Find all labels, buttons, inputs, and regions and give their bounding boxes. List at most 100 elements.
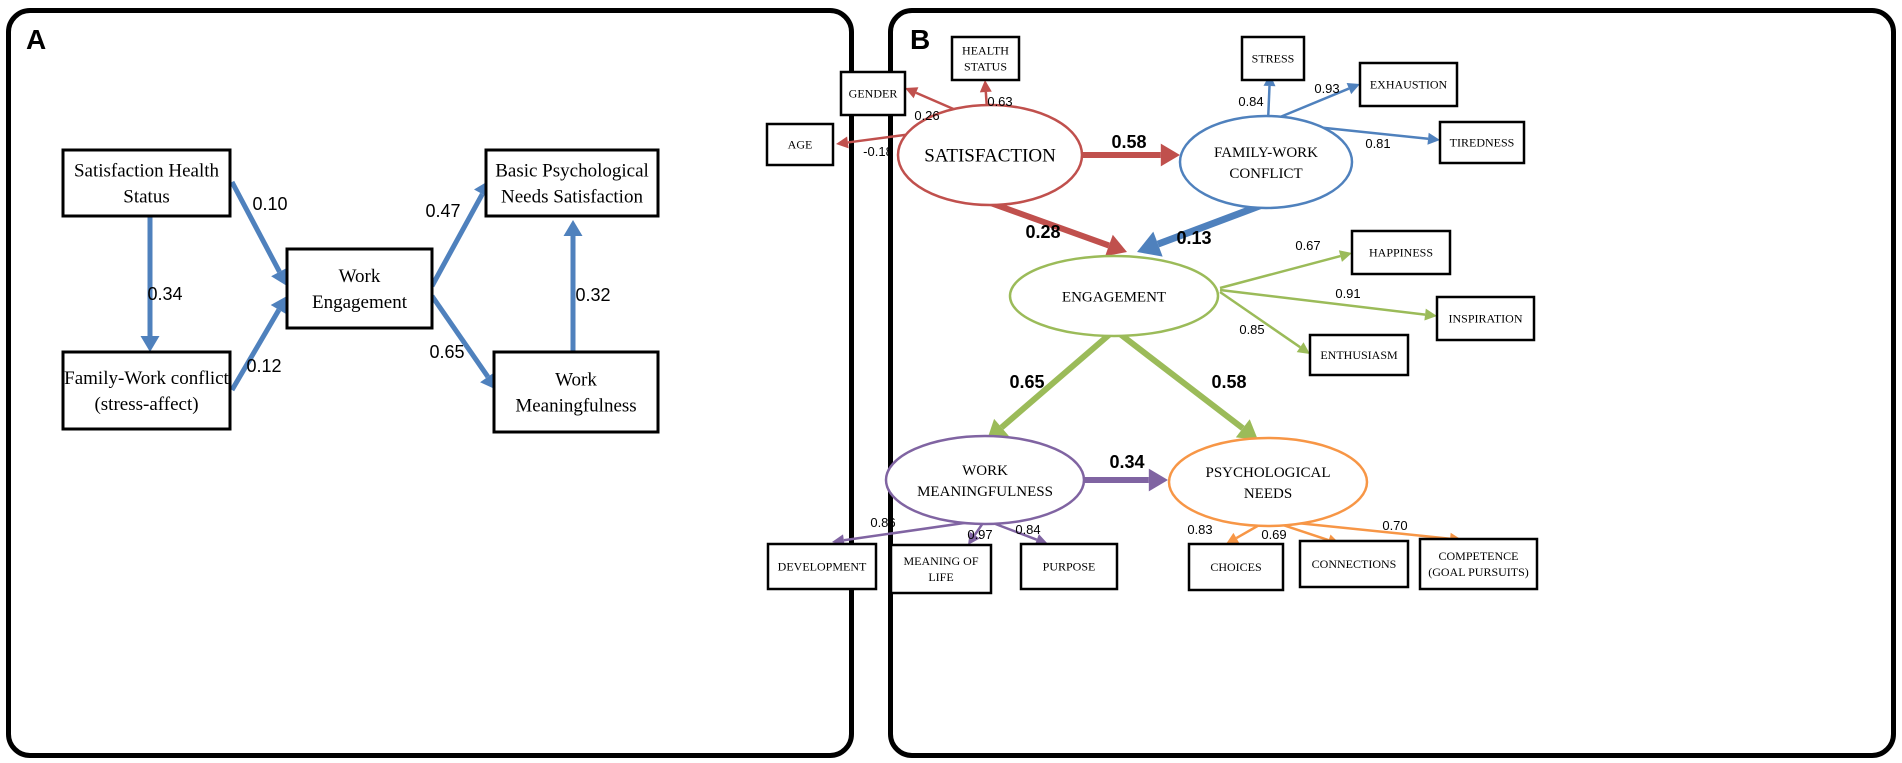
b-load-development: 0.86 — [870, 515, 895, 530]
b-load-tiredness: 0.81 — [1365, 136, 1390, 151]
b-arrow-tiredness-head — [1427, 132, 1440, 145]
b-ind-enthusiasm-label-line-0: ENTHUSIASM — [1320, 348, 1398, 362]
a-node-satisfaction-health-label-line-1: Status — [123, 187, 169, 208]
b-ind-tiredness-box — [1438, 120, 1526, 165]
a-arrow-eng-needs — [429, 192, 485, 288]
panel-b-label: B — [910, 24, 931, 55]
b-arrow-inspiration-head — [1424, 308, 1437, 321]
b-ind-competence-box — [1418, 537, 1539, 591]
b-ind-development-label-line-0: DEVELOPMENT — [778, 560, 867, 574]
a-node-satisfaction-health-label-line-0: Satisfaction Health — [74, 161, 220, 182]
a-node-work-engagement-label-line-0: Work — [339, 266, 381, 287]
b-load-choices: 0.83 — [1187, 522, 1212, 537]
b-ind-purpose-box — [1019, 542, 1119, 591]
b-ind-age-label-line-0: AGE — [788, 138, 813, 152]
a-node-work-meaningfulness-label-line-1: Meaningfulness — [515, 396, 636, 417]
b-ind-meaning-of-life-box — [889, 543, 993, 595]
b-ind-choices-label-line-0: CHOICES — [1210, 560, 1261, 574]
b-latent-psych-needs-ellipse — [1167, 436, 1369, 528]
a-arrow-eng-mean — [429, 294, 490, 379]
b-coef-sat-eng: 0.28 — [1025, 222, 1060, 242]
b-ind-happiness-label-line-0: HAPPINESS — [1369, 246, 1433, 260]
b-arrow-gender-head — [905, 87, 919, 99]
b-ind-exhaustion-label-line-0: EXHAUSTION — [1370, 78, 1448, 92]
b-arrow-happiness-head — [1338, 250, 1352, 262]
b-latent-family-work-label-line-1: CONFLICT — [1229, 166, 1302, 182]
b-ind-age-box — [765, 122, 835, 167]
a-node-work-meaningfulness-box — [492, 350, 660, 434]
b-ind-exhaustion-box — [1358, 61, 1459, 108]
a-node-family-work-label-line-0: Family-Work conflict — [64, 368, 229, 389]
b-arrow-sat-fam-head — [1160, 143, 1180, 167]
a-coef-sat-eng: 0.10 — [252, 194, 287, 214]
b-load-purpose: 0.84 — [1015, 522, 1040, 537]
panel-a-label: A — [26, 24, 47, 55]
b-arrow-eng-mean — [999, 331, 1112, 430]
b-latent-psych-needs-label-line-1: NEEDS — [1244, 486, 1292, 502]
b-arrow-inspiration — [1219, 288, 1426, 316]
a-node-work-engagement-box — [285, 247, 434, 330]
a-arrow-mean-needs-head — [563, 220, 583, 236]
b-ind-gender-label-line-0: GENDER — [849, 87, 898, 101]
b-arrow-eng-needs — [1118, 331, 1245, 431]
b-ind-competence-label-line-1: (GOAL PURSUITS) — [1428, 565, 1529, 579]
b-latent-family-work-ellipse — [1178, 114, 1354, 210]
b-load-gender: 0.26 — [914, 108, 939, 123]
a-node-work-engagement-label-line-1: Engagement — [312, 292, 408, 313]
b-load-enthusiasm: 0.85 — [1239, 322, 1264, 337]
b-arrow-eng-needs-head — [1235, 419, 1258, 440]
b-ind-inspiration-box — [1435, 295, 1536, 342]
b-ind-competence-label-line-0: COMPETENCE — [1438, 549, 1518, 563]
b-ind-purpose-label-line-0: PURPOSE — [1043, 560, 1096, 574]
a-arrow-fam-eng-head — [270, 296, 288, 315]
b-coef-eng-needs: 0.58 — [1211, 372, 1246, 392]
b-arrow-sat-eng — [986, 199, 1110, 249]
a-node-work-meaningfulness-label-line-0: Work — [555, 370, 597, 391]
b-latent-work-meaningfulness-ellipse — [884, 434, 1086, 526]
b-arrow-happiness — [1219, 254, 1341, 290]
b-ind-connections-box — [1298, 539, 1410, 589]
a-coef-sat-fam: 0.34 — [147, 284, 182, 304]
b-ind-stress-label-line-0: STRESS — [1252, 52, 1295, 66]
a-node-family-work-box — [61, 350, 232, 431]
b-ind-enthusiasm-box — [1308, 333, 1410, 377]
b-ind-tiredness-label-line-0: TIREDNESS — [1450, 136, 1515, 150]
b-load-exhaustion: 0.93 — [1314, 81, 1339, 96]
a-coef-fam-eng: 0.12 — [246, 356, 281, 376]
b-ind-happiness-box — [1350, 229, 1452, 276]
a-node-family-work-label-line-1: (stress-affect) — [94, 394, 198, 415]
b-arrow-enthusiasm — [1219, 290, 1301, 349]
b-coef-sat-fam: 0.58 — [1111, 132, 1146, 152]
b-coef-fam-eng: 0.13 — [1176, 228, 1211, 248]
b-ind-gender-box — [839, 70, 907, 117]
b-ind-inspiration-label-line-0: INSPIRATION — [1448, 312, 1522, 326]
b-latent-work-meaningfulness-label-line-0: WORK — [962, 463, 1008, 479]
b-arrow-mean-needs-head — [1148, 468, 1168, 492]
a-coef-eng-mean: 0.65 — [429, 342, 464, 362]
a-node-basic-needs-label-line-0: Basic Psychological — [495, 161, 649, 182]
b-load-age: -0.18 — [863, 144, 893, 159]
b-arrow-sat-eng-head — [1105, 234, 1127, 257]
b-latent-engagement-label-line-0: ENGAGEMENT — [1062, 289, 1166, 305]
a-node-basic-needs-box — [484, 148, 660, 218]
a-node-basic-needs-label-line-1: Needs Satisfaction — [501, 187, 643, 208]
b-ind-choices-box — [1187, 542, 1285, 592]
a-arrow-sat-eng-head — [271, 267, 288, 286]
b-latent-work-meaningfulness-label-line-1: MEANINGFULNESS — [917, 484, 1053, 500]
b-coef-mean-needs: 0.34 — [1109, 452, 1144, 472]
a-coef-eng-needs: 0.47 — [425, 201, 460, 221]
b-ind-meaning-of-life-label-line-1: LIFE — [928, 570, 953, 584]
b-latent-family-work-label-line-0: FAMILY-WORK — [1214, 145, 1318, 161]
b-arrow-choices-head — [1226, 532, 1240, 544]
b-latent-engagement-ellipse — [1008, 254, 1220, 338]
b-ind-health-status-label-line-0: HEALTH — [962, 44, 1009, 58]
b-ind-health-status-label-line-1: STATUS — [964, 60, 1007, 74]
b-coef-eng-mean: 0.65 — [1009, 372, 1044, 392]
b-load-happiness: 0.67 — [1295, 238, 1320, 253]
a-arrow-fam-eng — [229, 308, 282, 392]
b-latent-psych-needs-label-line-0: PSYCHOLOGICAL — [1205, 465, 1330, 481]
b-arrow-eng-mean-head — [987, 418, 1009, 440]
a-node-satisfaction-health-box — [61, 148, 232, 218]
b-load-connections: 0.69 — [1261, 527, 1286, 542]
